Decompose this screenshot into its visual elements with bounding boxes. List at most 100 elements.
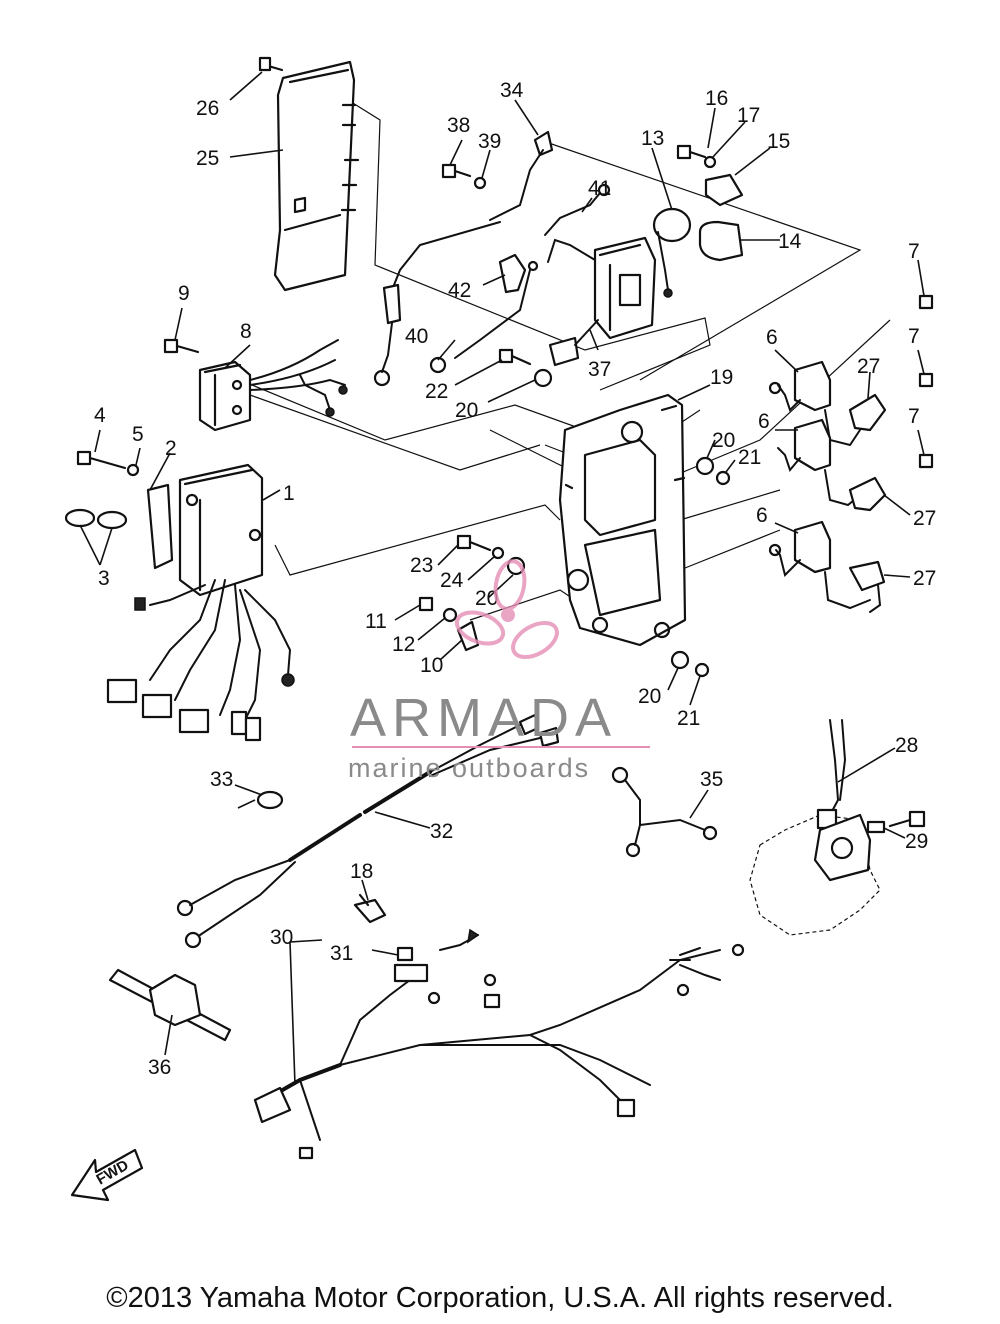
callout-20c: 20 xyxy=(475,587,498,610)
bolt-part-7-top xyxy=(918,294,934,310)
callout-31: 31 xyxy=(330,942,353,965)
callout-1: 1 xyxy=(283,482,295,505)
callout-14: 14 xyxy=(778,230,802,253)
cdi-unit-part-1 xyxy=(106,463,295,742)
bolt-part-4 xyxy=(76,450,127,470)
clamp-part-3 xyxy=(64,508,128,530)
callout-23: 23 xyxy=(410,554,433,577)
clip-part-18 xyxy=(353,893,387,924)
callout-38: 38 xyxy=(447,114,470,137)
callout-27a: 27 xyxy=(857,355,880,378)
ignition-coil-part-6-bottom xyxy=(768,520,871,610)
washer-part-17 xyxy=(703,155,717,169)
callout-29: 29 xyxy=(905,830,928,853)
callout-30: 30 xyxy=(270,926,293,949)
plug-cap-part-27-bottom xyxy=(848,560,886,613)
callout-20d: 20 xyxy=(638,685,661,708)
callout-16: 16 xyxy=(705,87,728,110)
callout-15: 15 xyxy=(767,130,790,153)
bolt-part-26 xyxy=(258,56,284,72)
callout-17: 17 xyxy=(737,104,760,127)
callout-13: 13 xyxy=(641,127,664,150)
callout-27c: 27 xyxy=(913,567,936,590)
ground-lead-part-35 xyxy=(611,766,718,858)
callout-37: 37 xyxy=(588,358,611,381)
bolt-part-7-bottom xyxy=(918,453,934,469)
callout-32: 32 xyxy=(430,820,453,843)
callout-41: 41 xyxy=(588,177,611,200)
copyright-notice: ©2013 Yamaha Motor Corporation, U.S.A. A… xyxy=(106,1282,894,1314)
callout-3: 3 xyxy=(98,567,110,590)
bracket-part-15 xyxy=(704,173,744,207)
callout-10: 10 xyxy=(420,654,443,677)
rectifier-regulator-part-8 xyxy=(198,339,348,432)
ignition-coil-part-6-top xyxy=(768,360,861,447)
bolt-part-16 xyxy=(676,144,707,160)
callout-40: 40 xyxy=(405,325,428,348)
callout-2: 2 xyxy=(165,437,177,460)
wire-harness-part-32 xyxy=(176,713,560,949)
grommet-part-20-lower xyxy=(670,650,690,670)
callout-6b: 6 xyxy=(758,410,770,433)
callout-18: 18 xyxy=(350,860,373,883)
callout-25: 25 xyxy=(196,147,219,170)
callout-26: 26 xyxy=(196,97,219,120)
washer-part-12 xyxy=(442,607,458,623)
callout-6a: 6 xyxy=(766,326,778,349)
bracket-part-14 xyxy=(698,220,744,262)
callout-7b: 7 xyxy=(908,325,920,348)
bolt-part-23 xyxy=(456,534,492,552)
callout-24: 24 xyxy=(440,569,464,592)
bolt-part-9 xyxy=(163,338,200,354)
wire-part-40 xyxy=(429,260,539,374)
washer-part-24 xyxy=(491,546,505,560)
callout-8: 8 xyxy=(240,320,252,343)
collar-part-21-lower xyxy=(694,662,710,678)
callout-28: 28 xyxy=(895,734,918,757)
bolt-part-29 xyxy=(866,810,926,834)
watermark-title: ARMADA xyxy=(350,688,617,748)
callout-labels: 26 25 34 38 39 13 16 17 15 14 41 42 40 3… xyxy=(94,79,936,1079)
callout-11: 11 xyxy=(365,610,387,633)
ignition-lead-harness xyxy=(373,221,501,387)
main-harness-part-30 xyxy=(253,928,745,1160)
callout-5: 5 xyxy=(132,423,144,446)
flywheel-cover-part-25 xyxy=(273,60,360,292)
collar-part-21-right xyxy=(715,470,731,486)
callout-7a: 7 xyxy=(908,240,920,263)
clamp-part-33 xyxy=(256,790,284,810)
armada-watermark: ARMADA marine outboards xyxy=(348,559,650,783)
washer-part-39 xyxy=(473,176,487,190)
plug-cap-part-27-top xyxy=(848,393,887,432)
thermo-switch-part-28 xyxy=(816,719,847,830)
callout-4: 4 xyxy=(94,404,106,427)
wire-part-34 xyxy=(489,130,554,221)
callout-36: 36 xyxy=(148,1056,171,1079)
base-plate-part-19 xyxy=(558,393,687,647)
lead-wire-part-41 xyxy=(544,183,611,236)
bolt-part-7-middle xyxy=(918,372,934,388)
callout-34: 34 xyxy=(500,79,524,102)
callout-35: 35 xyxy=(700,768,723,791)
watermark-subtitle: marine outboards xyxy=(348,753,590,783)
ignition-module-part-37 xyxy=(547,236,657,367)
washer-part-5 xyxy=(126,463,140,477)
callout-39: 39 xyxy=(478,130,501,153)
callout-19: 19 xyxy=(710,366,733,389)
bolt-part-22 xyxy=(498,348,532,366)
holder-part-36 xyxy=(108,968,232,1042)
callout-21a: 21 xyxy=(738,446,761,469)
leader-lines xyxy=(79,71,925,1086)
callout-20b: 20 xyxy=(712,429,735,452)
callout-12: 12 xyxy=(392,633,415,656)
plug-cap-part-42 xyxy=(498,253,527,294)
connector-part-31 xyxy=(393,946,429,983)
callout-21b: 21 xyxy=(677,707,700,730)
bracket-part-2 xyxy=(146,483,174,570)
callout-9: 9 xyxy=(178,282,190,305)
callout-42: 42 xyxy=(448,279,471,302)
callout-22: 22 xyxy=(425,380,448,403)
callout-20a: 20 xyxy=(455,399,478,422)
callout-27b: 27 xyxy=(913,507,936,530)
